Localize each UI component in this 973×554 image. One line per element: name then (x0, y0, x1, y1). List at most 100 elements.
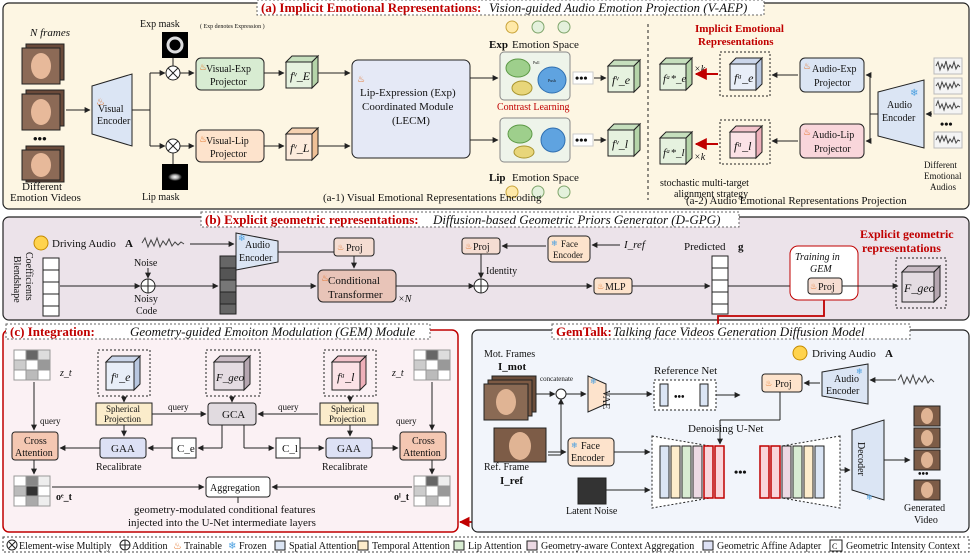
panel-c-title: (c) Integration: (10, 324, 95, 339)
trainable-icon: ♨ (199, 134, 207, 144)
legend-multiply-icon (6, 539, 18, 551)
mot-frames-sym: I_mot (498, 361, 526, 373)
trainable-icon: ♨ (96, 97, 105, 108)
generated-video-label-1: Generated (904, 503, 945, 514)
exp-multiply-icon (165, 65, 181, 81)
frozen-icon: ❄ (856, 367, 863, 376)
lip-dots-box (572, 133, 594, 147)
zt-label-right: z_t (391, 368, 404, 379)
face-encoder-d-label-2: Encoder (571, 453, 605, 464)
visual-encoder-label-2: Encoder (97, 116, 131, 127)
trainable-icon: ♨ (357, 74, 365, 84)
legend-frozen-label: Frozen (239, 541, 267, 552)
svg-text:fᵛ_e: fᵛ_e (612, 73, 631, 87)
svg-text:fᵛ_L: fᵛ_L (290, 141, 310, 155)
visual-encoder (91, 73, 133, 147)
visual-lip-label-2: Projector (210, 149, 247, 160)
lip-multiply-icon (165, 138, 181, 154)
explicit-label-1: Explicit geometric (860, 227, 954, 241)
cl-label: C_l (282, 443, 298, 455)
frozen-icon: ❄ (866, 493, 873, 502)
cross-attention-right (399, 431, 447, 461)
stochastic-label-2: alignment strategy (674, 189, 748, 200)
trainable-icon: ♨ (597, 282, 604, 291)
push-label: Push (548, 78, 556, 83)
ref-frame-sym: I_ref (500, 475, 523, 487)
feature-cube-fgeo-c: F_geo (212, 354, 252, 392)
audio-wave-b (141, 236, 185, 249)
panel-d-title: GemTalk: (556, 324, 612, 339)
cross-right-label-1: Cross (412, 436, 435, 447)
n-frames-label: N frames (29, 27, 70, 39)
lip-cluster-3 (513, 145, 535, 159)
zt-grid-right (413, 349, 451, 381)
reference-net-label: Reference Net (654, 365, 717, 377)
proj-box-d (761, 373, 803, 393)
exp-dots-box (572, 71, 594, 85)
video-frames-stack: ••• (21, 43, 65, 183)
blend-label-1: Blendshape (11, 256, 22, 303)
panel-a-subtitle: Vision-guided Audio Emotion Projection (… (489, 0, 747, 15)
pull-label: Pull (533, 60, 540, 65)
cross-left-label-2: Attention (15, 448, 53, 459)
motion-frames-stack (483, 375, 537, 421)
driving-audio-sym-d: A (885, 348, 893, 360)
driving-audio-sym-b: A (125, 238, 133, 250)
audio-encoder-b (235, 232, 279, 271)
panel-a-title-box (256, 0, 765, 16)
cross-right-label-2: Attention (403, 448, 441, 459)
cross-attention-left (11, 431, 59, 461)
identity-label: Identity (486, 266, 517, 277)
lip-space-bold: Lip (489, 172, 506, 184)
query-label-4: query (396, 416, 417, 426)
proj-label-b1: Proj (346, 243, 363, 254)
generated-video-label-2: Video (914, 515, 938, 526)
svg-text:fᵃ_l: fᵃ_l (734, 139, 752, 153)
ellipsis: ••• (33, 131, 47, 146)
addition-icon-b1 (140, 278, 156, 294)
face-encoder-b-label-1: Face (561, 239, 578, 249)
svg-text:F_geo: F_geo (903, 281, 935, 295)
proj-label-b2: Proj (473, 242, 490, 253)
proj-label-d: Proj (775, 379, 792, 390)
audio-encoder-d-label-1: Audio (834, 374, 859, 385)
gca-label: GCA (222, 409, 245, 421)
driving-audio-label-b: Driving Audio (52, 238, 116, 250)
latent-noise-image (577, 477, 607, 505)
decoder (851, 419, 885, 501)
frozen-icon: ❄ (551, 239, 558, 248)
trainable-icon: ♨ (337, 243, 344, 252)
audio-exp-label-1: Audio-Exp (812, 64, 856, 75)
feature-cube-fgeo-b: F_geo (900, 264, 942, 304)
panel-c-subtitle: Geometry-guided Emoiton Modulation (GEM)… (130, 324, 415, 339)
svg-text:fᵃ_e: fᵃ_e (111, 370, 131, 384)
legend-gaa-swatch (702, 540, 714, 551)
panel-a-title: (a) Implicit Emotional Representations: (261, 0, 481, 15)
audio-encoder-a-label-2: Encoder (882, 113, 916, 124)
lip-cluster-1 (507, 124, 533, 144)
predicted-sym: g (738, 241, 744, 253)
mot-frames-label: Mot. Frames (484, 349, 535, 360)
driving-audio-label-d: Driving Audio (812, 348, 876, 360)
decoder-label: Decoder (855, 442, 866, 477)
trainable-icon: ♨ (321, 273, 329, 283)
trainable-icon: ♨ (465, 242, 472, 251)
trainable-icon: ♨ (810, 282, 817, 291)
predicted-vector (711, 255, 729, 315)
driving-audio-emoji-d (792, 345, 808, 361)
legend (2, 536, 970, 553)
visual-lip-label-1: Visual-Lip (206, 136, 249, 147)
blend-label-2: Coefficients (23, 252, 34, 301)
audio-exp-label-2: Projector (814, 78, 851, 89)
trainable-icon: ♨ (765, 379, 772, 388)
audio-wave-d (897, 373, 935, 386)
svg-text:fᵛ_l: fᵛ_l (612, 137, 629, 151)
face-encoder-b-label-2: Encoder (553, 250, 583, 260)
panel-b-subtitle: Diffusion-based Geometric Priors Generat… (432, 212, 720, 227)
legend-trainable-icon: ♨ (173, 541, 182, 552)
legend-gaa-label: Geometric Affine Adapter (717, 541, 822, 552)
legend-lip-label: Lip Attention (468, 541, 522, 552)
denoising-unet-label: Denoising U-Net (688, 423, 763, 435)
recalibrate-right-label: Recalibrate (322, 462, 368, 473)
svg-text:F_geo: F_geo (215, 372, 245, 384)
